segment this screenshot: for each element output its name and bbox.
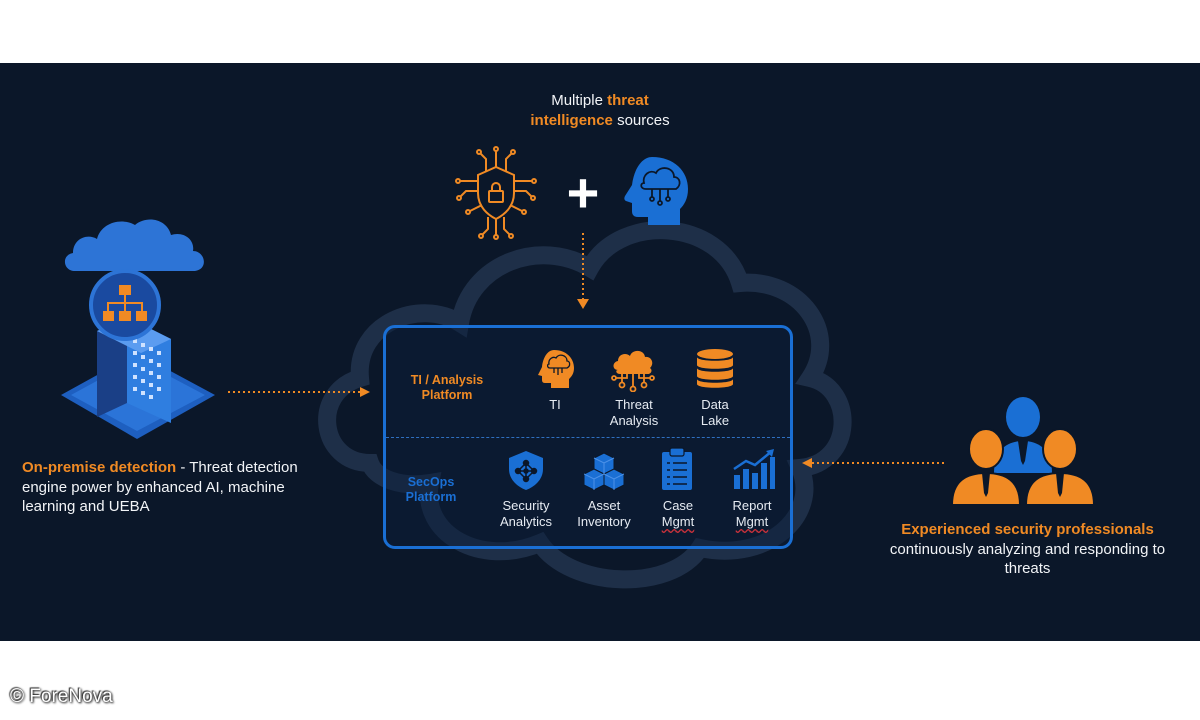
circuit-shield-icon [455, 146, 537, 240]
arrow-down-to-platform [577, 233, 589, 309]
plus-sign: + [566, 161, 600, 224]
cubes-icon [584, 452, 624, 491]
ti-item-label: TI [549, 397, 561, 412]
diagram-slide: Multiple threat intelligence sources + [0, 63, 1200, 641]
on-premise-server-icon [61, 219, 215, 439]
database-icon [697, 349, 733, 388]
arrow-right-to-platform [802, 458, 944, 468]
threat-intelligence-title: Multiple threat intelligence sources [530, 92, 670, 129]
clipboard-icon [662, 447, 692, 490]
on-premise-detection-text: On-premise detection - Threat detection … [22, 459, 298, 515]
background-cloud [318, 221, 852, 589]
brain-head-icon [538, 350, 574, 388]
bar-chart-icon [733, 449, 775, 489]
ai-head-icon [624, 157, 688, 225]
cloud-network-icon [611, 350, 655, 392]
security-professionals-icon [950, 397, 1096, 506]
copyright-watermark: © ForeNova [10, 686, 113, 707]
platform-divider [386, 437, 790, 438]
arrow-left-to-platform [228, 387, 370, 397]
shield-network-icon [509, 451, 543, 490]
